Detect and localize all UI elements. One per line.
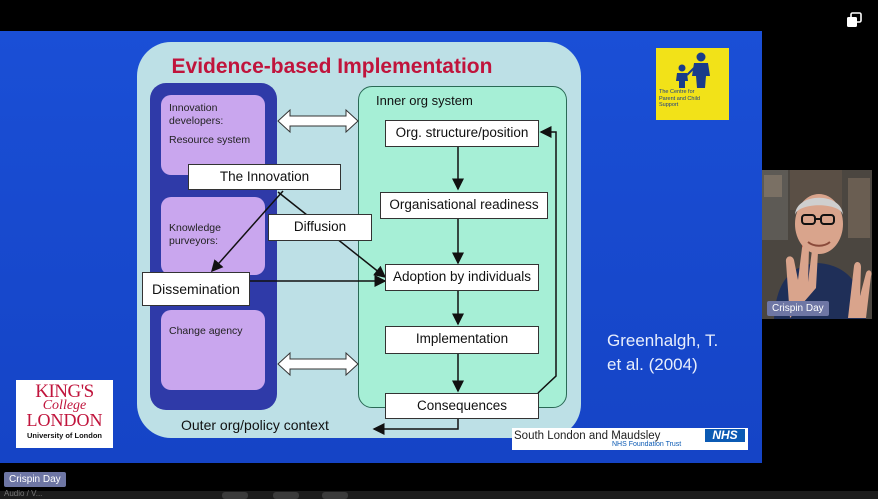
slam-text: South London and Maudsley bbox=[514, 430, 661, 442]
inner-org-system-label: Inner org system bbox=[376, 93, 473, 108]
slide-title: Evidence-based Implementation bbox=[171, 55, 493, 78]
diffusion-box: Diffusion bbox=[268, 214, 372, 241]
shared-slide: Evidence-based Implementation Innovation… bbox=[0, 31, 762, 463]
participant-video-tile[interactable] bbox=[762, 170, 872, 319]
citation: Greenhalgh, T. et al. (2004) bbox=[607, 329, 718, 377]
nhs-badge: NHS bbox=[705, 429, 745, 442]
centre-logo-text: The Centre for Parent and Child Support bbox=[659, 89, 700, 108]
flow-consequences: Consequences bbox=[385, 393, 539, 419]
knowledge-purveyors-label: Knowledge purveyors: bbox=[169, 222, 221, 247]
participant-video-feed bbox=[762, 170, 872, 319]
toolbar-button-1[interactable] bbox=[222, 492, 248, 499]
toolbar-button-2[interactable] bbox=[273, 492, 299, 499]
nhs-trust-text: NHS Foundation Trust bbox=[612, 441, 682, 448]
kings-college-logo: KING'S College LONDON University of Lond… bbox=[16, 380, 113, 448]
slam-nhs-logo: South London and Maudsley NHS NHS Founda… bbox=[512, 428, 748, 450]
change-agency-box: Change agency bbox=[161, 310, 265, 390]
flow-implementation: Implementation bbox=[385, 326, 539, 354]
presenter-name-tag: Crispin Day bbox=[4, 472, 66, 487]
parent-child-icon bbox=[676, 52, 710, 88]
diagram-arrows bbox=[211, 108, 557, 435]
kings-logo-line4: University of London bbox=[27, 431, 102, 440]
speaker-name-tag: Crispin Day bbox=[767, 301, 829, 316]
kings-logo-line3: LONDON bbox=[26, 410, 103, 430]
kings-logo-line2: College bbox=[42, 398, 87, 413]
toolbar-button-3[interactable] bbox=[322, 492, 348, 499]
resource-system-label: Resource system bbox=[169, 134, 251, 146]
flow-org-structure: Org. structure/position bbox=[385, 120, 539, 147]
innovation-developers-box: Innovation developers: Resource system bbox=[161, 95, 265, 175]
the-innovation-box: The Innovation bbox=[188, 164, 341, 190]
change-agency-label: Change agency bbox=[169, 325, 243, 337]
centre-parent-child-logo: The Centre for Parent and Child Support bbox=[656, 48, 729, 120]
toolbar-audio-label[interactable]: Audio / V... bbox=[4, 489, 43, 498]
outer-context-label: Outer org/policy context bbox=[181, 417, 329, 433]
dissemination-box: Dissemination bbox=[142, 272, 250, 306]
window-switch-icon[interactable] bbox=[846, 12, 862, 28]
flow-organisational-readiness: Organisational readiness bbox=[380, 192, 548, 219]
flow-adoption-by-individuals: Adoption by individuals bbox=[385, 264, 539, 291]
innovation-developers-label: Innovation developers: bbox=[169, 102, 224, 127]
kings-logo-line1: KING'S bbox=[35, 381, 94, 402]
meeting-toolbar-strip: Audio / V... bbox=[0, 489, 878, 499]
citation-year: et al. (2004) bbox=[607, 355, 698, 374]
citation-author: Greenhalgh, T. bbox=[607, 331, 719, 350]
